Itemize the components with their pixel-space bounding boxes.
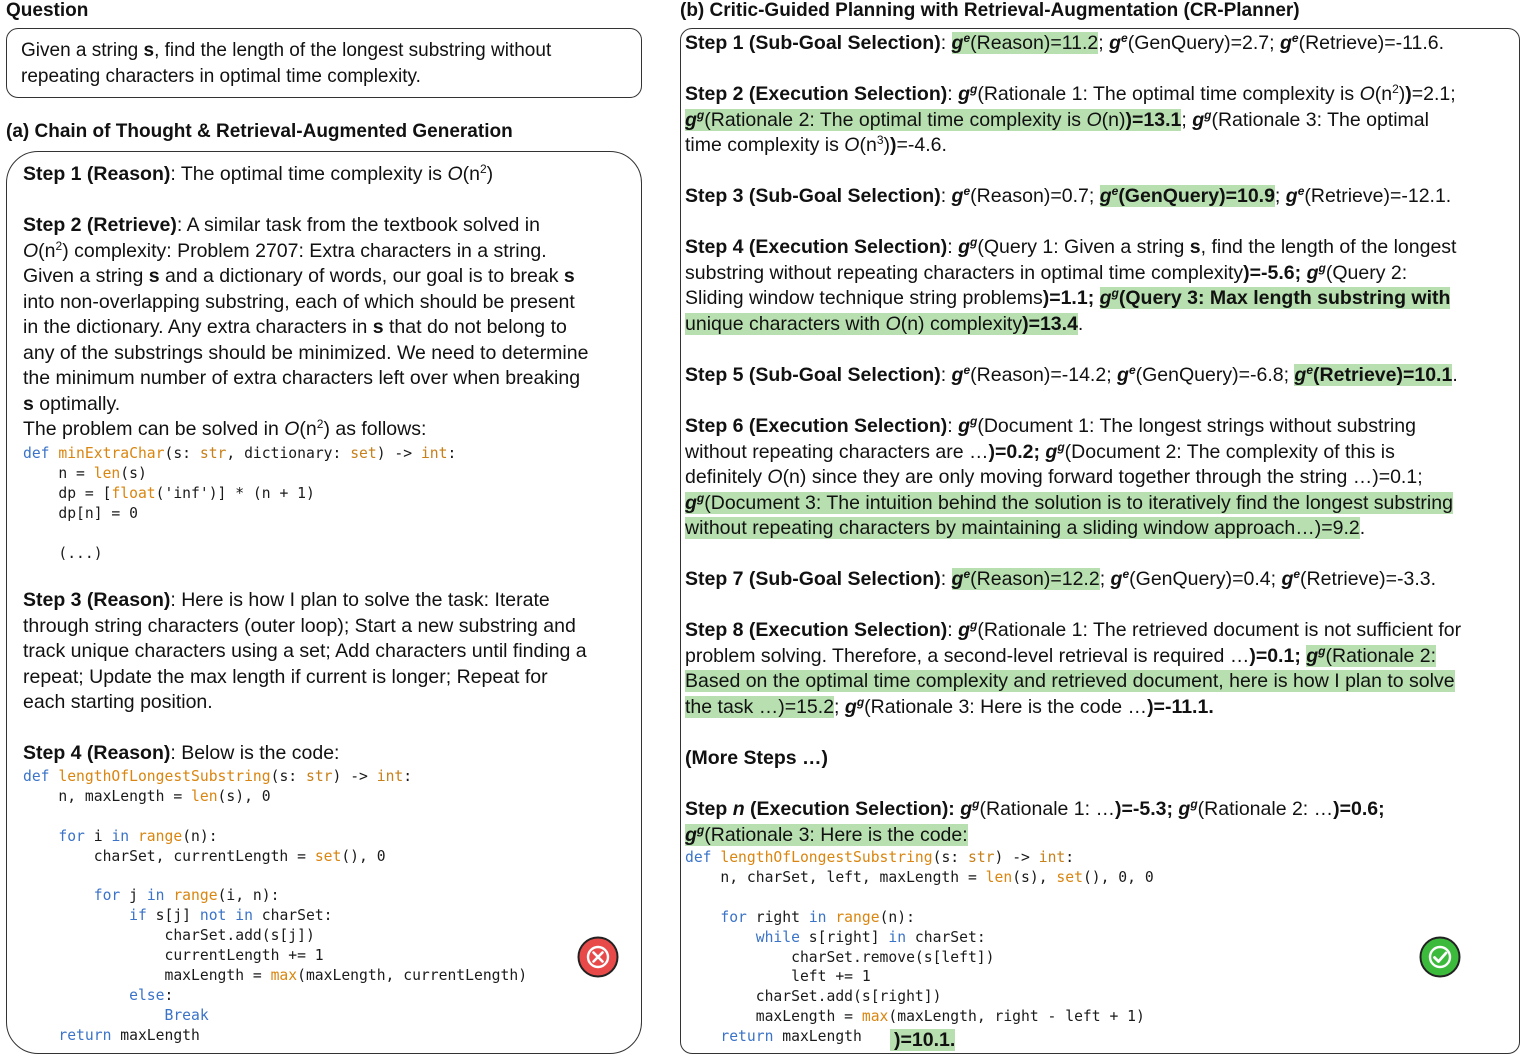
b-step-n-score: )=10.1. <box>890 1028 956 1054</box>
b-more-steps: (More Steps …) <box>685 747 829 769</box>
a-step3: Step 3 (Reason): Here is how I plan to s… <box>23 589 587 713</box>
b-code: def lengthOfLongestSubstring(s: str) -> … <box>685 849 1154 1046</box>
b-step5: Step 5 (Sub-Goal Selection): ge(Reason)=… <box>685 363 1458 386</box>
b-step-n: Step n (Execution Selection): gg(Rationa… <box>685 797 1385 846</box>
question-heading: Question <box>6 0 89 21</box>
b-step6: Step 6 (Execution Selection): gg(Documen… <box>685 414 1453 539</box>
check-icon <box>1419 936 1461 978</box>
a-code-2: def lengthOfLongestSubstring(s: str) -> … <box>23 768 528 1044</box>
a-step2: Step 2 (Retrieve): A similar task from t… <box>23 214 589 440</box>
cross-icon <box>577 936 619 978</box>
panel-a-heading: (a) Chain of Thought & Retrieval-Augment… <box>6 121 513 142</box>
b-step7: Step 7 (Sub-Goal Selection): ge(Reason)=… <box>685 567 1437 590</box>
panel-b-box <box>680 28 1520 1054</box>
b-step4: Step 4 (Execution Selection): gg(Query 1… <box>685 235 1457 335</box>
a-step4: Step 4 (Reason): Below is the code: <box>23 742 340 764</box>
a-code-1: def minExtraChar(s: str, dictionary: set… <box>23 445 457 562</box>
b-step1: Step 1 (Sub-Goal Selection): ge(Reason)=… <box>685 31 1444 54</box>
b-step8: Step 8 (Execution Selection): gg(Rationa… <box>685 618 1462 718</box>
panel-a-box <box>6 151 642 1054</box>
panel-b-heading: (b) Critic-Guided Planning with Retrieva… <box>680 0 1300 21</box>
b-step3: Step 3 (Sub-Goal Selection): ge(Reason)=… <box>685 184 1452 207</box>
question-line-2: repeating characters in optimal time com… <box>21 65 421 87</box>
question-line-1: Given a string s, find the length of the… <box>21 40 552 61</box>
a-step1: Step 1 (Reason): The optimal time comple… <box>23 162 494 185</box>
question-box: Given a string s, find the length of the… <box>6 28 642 98</box>
b-step2: Step 2 (Execution Selection): gg(Rationa… <box>685 82 1456 156</box>
